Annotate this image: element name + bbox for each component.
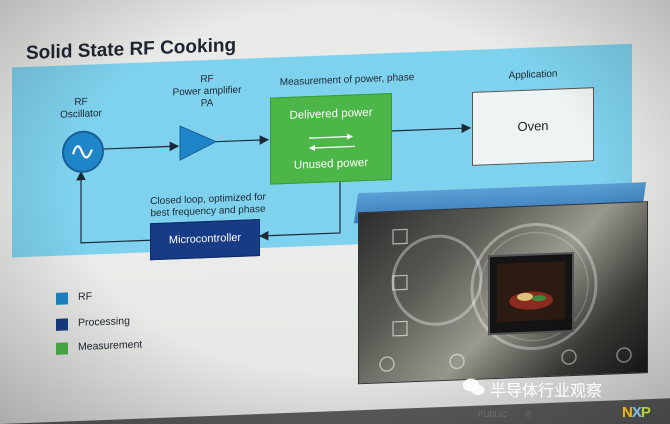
oscillator-icon <box>62 130 104 174</box>
footer-page-number: 8 <box>526 410 531 419</box>
amplifier-label: RF Power amplifier PA <box>172 73 242 110</box>
delivered-power-label: Delivered power <box>289 106 373 122</box>
osc-to-pa-arrow <box>102 141 180 152</box>
legend-swatch-rf <box>56 292 68 305</box>
legend-swatch-processing <box>56 318 68 331</box>
watermark-text: 半导体行业观察 <box>490 381 603 400</box>
nxp-logo: NXP <box>622 404 651 421</box>
footer-public: PUBLIC <box>478 410 507 419</box>
legend-label-measurement: Measurement <box>78 338 143 354</box>
oven-photo <box>358 201 648 385</box>
measure-to-mc-line <box>258 180 341 241</box>
legend-label-rf: RF <box>78 290 92 304</box>
measurement-box: Delivered power Unused power <box>270 92 392 185</box>
wechat-icon <box>463 378 485 396</box>
oscillator-label: RF Oscillator <box>60 96 102 121</box>
legend-swatch-measurement <box>56 342 68 355</box>
pa-to-measure-arrow <box>216 135 270 145</box>
mc-to-osc-line <box>76 170 150 244</box>
legend-label-processing: Processing <box>78 315 130 330</box>
microcontroller-label: Microcontroller <box>168 231 242 247</box>
microcontroller-box: Microcontroller <box>150 219 260 261</box>
oven-box: Oven <box>472 87 594 166</box>
oven-label: Oven <box>517 117 549 135</box>
amplifier-icon <box>179 125 218 161</box>
power-exchange-arrows <box>309 133 355 151</box>
measure-to-oven-arrow <box>391 123 472 134</box>
